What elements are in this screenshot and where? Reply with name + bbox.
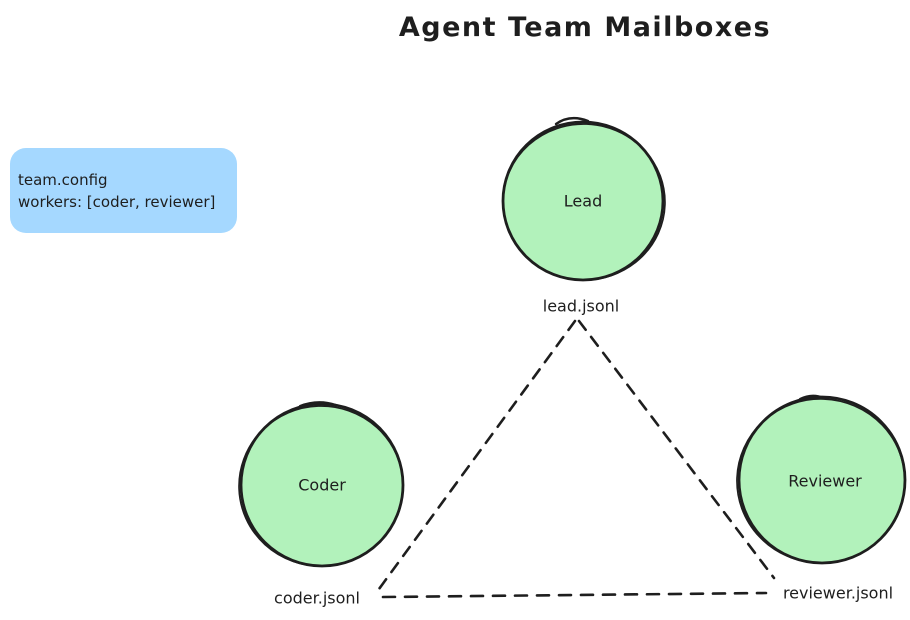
reviewer-circle-stroke-overlap — [798, 394, 826, 401]
coder-node-label: Coder — [298, 475, 346, 495]
dashed-edge-lead-reviewer — [577, 319, 776, 580]
diagram-title: Agent Team Mailboxes — [398, 12, 772, 43]
reviewer-circle — [736, 394, 907, 565]
coder-circle-sketch-stroke — [238, 405, 404, 567]
dashed-edges-group — [377, 319, 776, 599]
lead-mailbox-file-label: lead.jsonl — [542, 296, 620, 316]
config-line-filename: team.config — [18, 171, 108, 189]
config-line-workers: workers: [coder, reviewer] — [18, 193, 216, 211]
reviewer-mailbox-file-label: reviewer.jsonl — [782, 583, 894, 603]
coder-circle — [238, 401, 405, 568]
lead-circle — [501, 116, 666, 282]
dashed-edge-lead-coder — [377, 319, 577, 591]
lead-circle-sketch-stroke — [502, 123, 666, 281]
lead-circle-stroke-overlap — [554, 116, 590, 126]
reviewer-node-label: Reviewer — [788, 471, 862, 491]
lead-node-label: Lead — [563, 191, 603, 211]
coder-circle-stroke-overlap — [298, 401, 338, 408]
team-config-note: team.config workers: [coder, reviewer] — [10, 148, 237, 233]
coder-mailbox-file-label: coder.jsonl — [274, 588, 360, 608]
dashed-edge-coder-reviewer — [381, 591, 768, 599]
